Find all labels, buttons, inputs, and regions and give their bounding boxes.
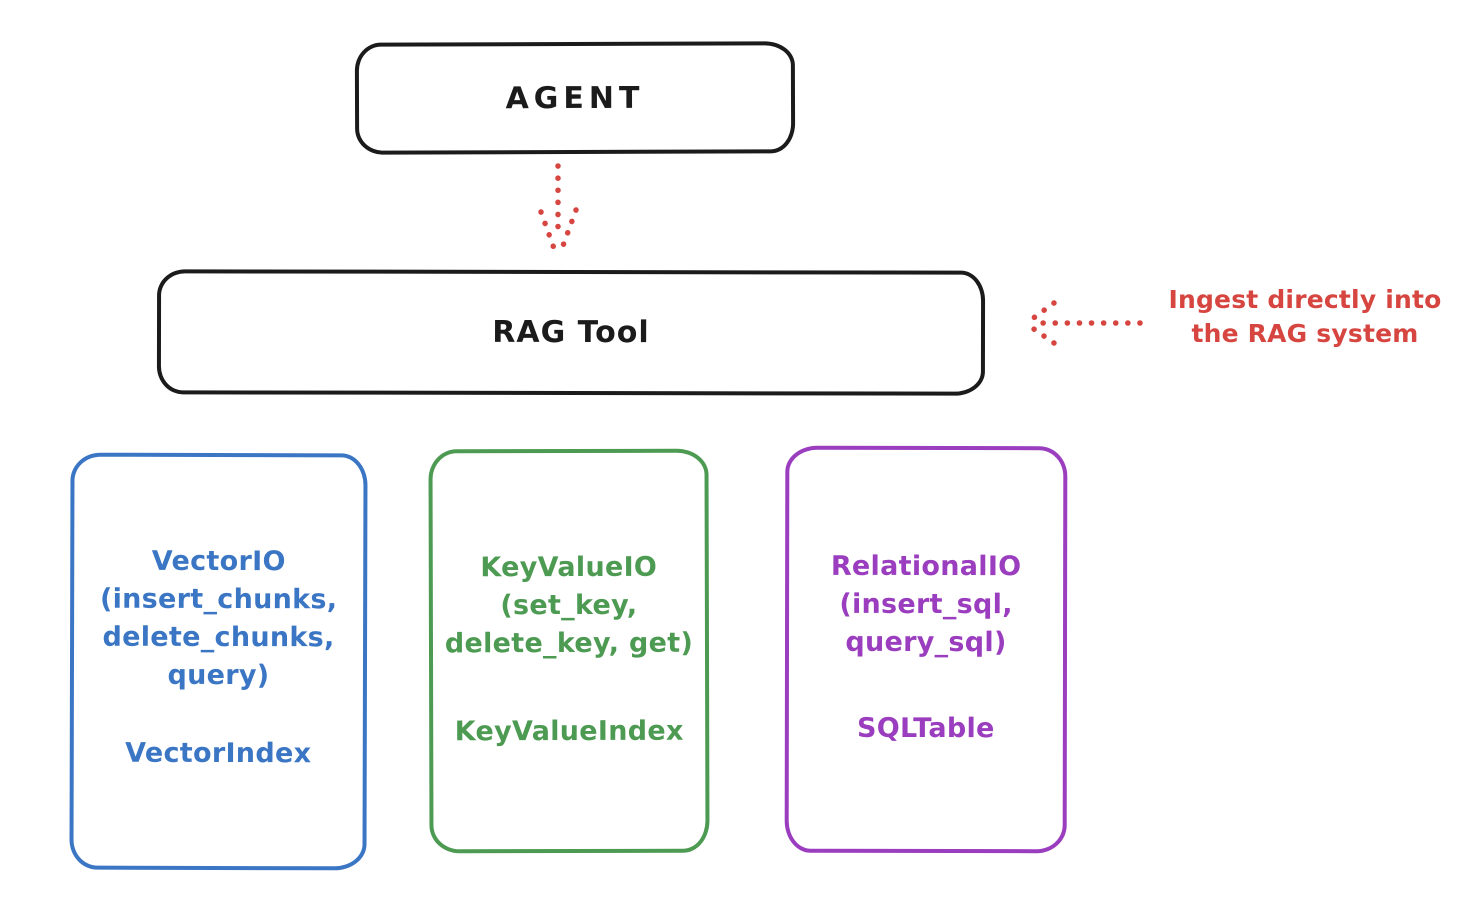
vector-io-methods-line1: (insert_chunks, (99, 583, 338, 616)
arrowhead-left-stroke (538, 209, 559, 257)
agent-to-rag-arrow-icon (538, 163, 579, 257)
spacer (74, 695, 363, 736)
keyvalue-io-title: KeyValueIO (480, 551, 658, 584)
agent-node: AGENT (354, 41, 796, 155)
rag-tool-node: RAG Tool (156, 269, 986, 396)
vector-io-box: VectorIO (insert_chunks, delete_chunks, … (69, 452, 368, 871)
keyvalue-io-methods-line1: (set_key, (500, 589, 638, 622)
relational-io-title: RelationalIO (830, 550, 1022, 583)
arrowhead-bottom-stroke (1025, 322, 1057, 346)
relational-io-methods-line1: (insert_sql, (839, 588, 1013, 621)
arrowhead-top-stroke (1025, 300, 1057, 325)
relational-io-text: RelationalIO (insert_sql, query_sql) SQL… (789, 450, 1064, 748)
vector-io-methods-line3: query) (167, 659, 270, 692)
keyvalue-io-text: KeyValueIO (set_key, delete_key, get) Ke… (432, 453, 705, 752)
spacer (433, 663, 705, 714)
annotation-to-rag-arrow-icon (1025, 300, 1143, 346)
ingest-annotation-line1: Ingest directly into (1168, 285, 1442, 314)
arrowhead-right-stroke (557, 207, 579, 257)
vector-io-text: VectorIO (insert_chunks, delete_chunks, … (74, 457, 364, 774)
vector-io-methods-line2: delete_chunks, (102, 621, 335, 654)
keyvalue-io-box: KeyValueIO (set_key, delete_key, get) Ke… (428, 448, 710, 854)
rag-tool-label: RAG Tool (492, 314, 650, 351)
ingest-annotation: Ingest directly into the RAG system (1135, 283, 1475, 351)
relational-io-box: RelationalIO (insert_sql, query_sql) SQL… (784, 445, 1068, 854)
vector-index-label: VectorIndex (125, 737, 312, 770)
spacer (789, 662, 1063, 710)
ingest-annotation-line2: the RAG system (1191, 319, 1419, 348)
keyvalue-io-methods-line2: delete_key, get) (444, 627, 694, 660)
keyvalue-index-label: KeyValueIndex (454, 715, 684, 748)
vector-io-title: VectorIO (151, 545, 286, 578)
agent-label: AGENT (505, 80, 645, 116)
relational-io-methods-line2: query_sql) (845, 626, 1007, 659)
sql-table-label: SQLTable (857, 712, 995, 745)
